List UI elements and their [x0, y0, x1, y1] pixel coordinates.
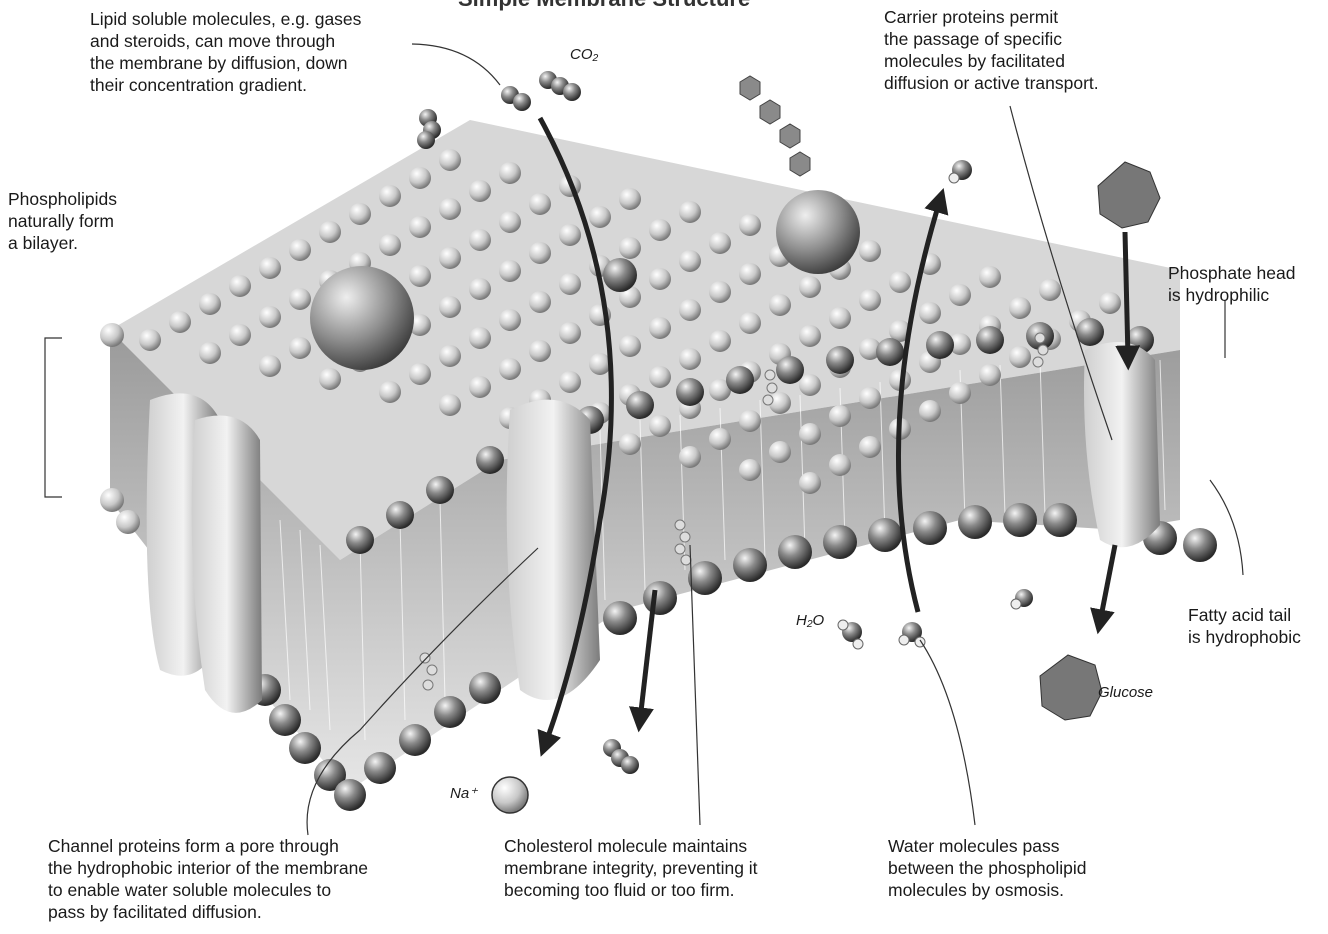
glucose-molecule-outside: [1098, 162, 1160, 228]
carrier-proteins-label: Carrier proteins permit the passage of s…: [884, 6, 1099, 94]
carrier-protein: [1084, 342, 1160, 547]
sodium-label: Na⁺: [450, 784, 477, 802]
phosphate-head-label: Phosphate head is hydrophilic: [1168, 262, 1295, 306]
glucose-label: Glucose: [1098, 684, 1153, 701]
fatty-acid-tail-label: Fatty acid tail is hydrophobic: [1188, 604, 1301, 648]
sodium-ion: [492, 777, 528, 813]
surface-protein-right: [776, 190, 860, 274]
lipid-soluble-label: Lipid soluble molecules, e.g. gases and …: [90, 8, 361, 96]
steroid-molecule: [740, 76, 810, 176]
glucose-molecule-inside: [1040, 655, 1102, 720]
co2-label: CO₂: [570, 46, 598, 63]
phospholipids-label: Phospholipids naturally form a bilayer.: [8, 188, 117, 254]
water-label: Water molecules pass between the phospho…: [888, 835, 1087, 901]
surface-protein-left: [310, 266, 414, 370]
lipid-molecule-in-transit: [603, 258, 637, 292]
channel-proteins-label: Channel proteins form a pore through the…: [48, 835, 368, 923]
cholesterol-label: Cholesterol molecule maintains membrane …: [504, 835, 758, 901]
h2o-label: H₂O: [796, 612, 824, 629]
